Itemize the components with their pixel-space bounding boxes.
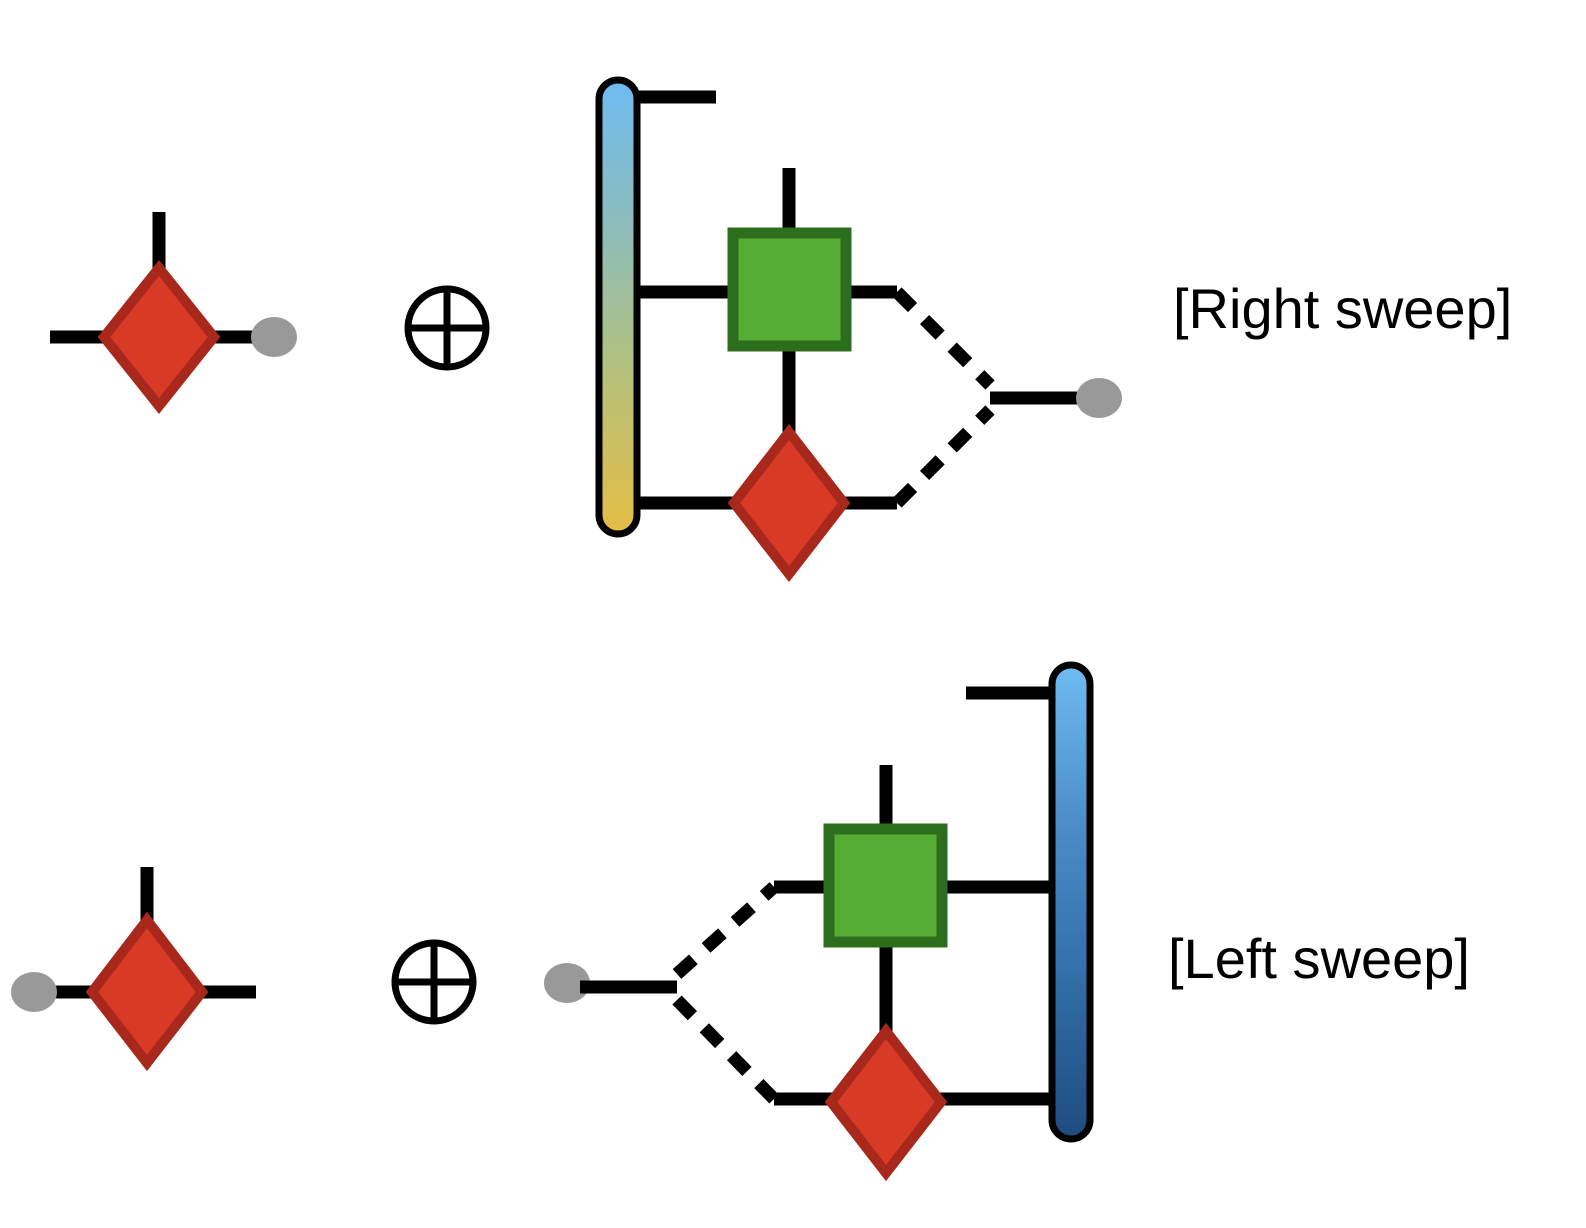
diamond-tensor-icon — [727, 423, 851, 583]
diamond-tensor-icon — [97, 259, 221, 415]
gray-ellipse-icon — [251, 317, 297, 357]
square-tensor-icon — [823, 823, 948, 948]
left-sweep-label: [Left sweep] — [1168, 927, 1470, 990]
circled-plus-icon — [404, 285, 490, 371]
dashed-merge-upper — [892, 287, 995, 390]
diamond-tensor-icon — [824, 1022, 948, 1182]
right-sweep-network — [595, 76, 1122, 583]
left-sweep-single-tensor — [11, 867, 256, 1072]
right-sweep-single-tensor — [50, 212, 297, 415]
rounded-bar-icon — [1048, 661, 1094, 1143]
diamond-tensor-icon — [85, 911, 209, 1072]
dashed-merge-lower — [892, 405, 995, 508]
square-tensor-icon — [727, 227, 852, 352]
gray-ellipse-icon — [11, 972, 57, 1012]
left-sweep-network — [544, 661, 1094, 1182]
right-sweep-row: [Right sweep] — [50, 76, 1512, 583]
dashed-merge-upper — [672, 882, 779, 979]
gray-ellipse-icon — [544, 963, 590, 1003]
left-sweep-row: [Left sweep] — [11, 661, 1470, 1182]
circled-plus-icon — [391, 939, 477, 1025]
rounded-bar-icon — [595, 76, 641, 538]
dashed-merge-lower — [672, 995, 779, 1104]
right-sweep-label: [Right sweep] — [1173, 277, 1512, 340]
gray-ellipse-icon — [1076, 378, 1122, 418]
